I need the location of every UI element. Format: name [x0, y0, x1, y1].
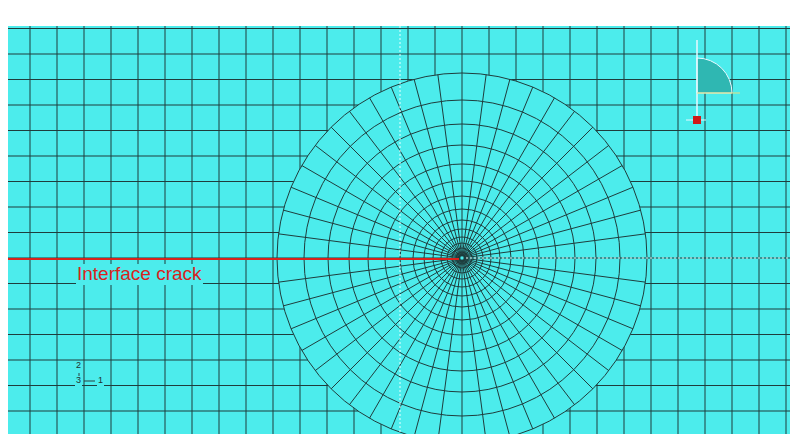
mesh-spoke	[315, 259, 460, 370]
mesh-spoke	[414, 260, 461, 434]
mesh-spoke	[370, 98, 462, 256]
mesh-spoke	[464, 166, 622, 258]
mesh-spoke	[463, 260, 555, 418]
spider-web-mesh	[277, 73, 647, 434]
mesh-line	[543, 26, 544, 434]
axis-label: 1	[97, 376, 104, 386]
mesh-line	[516, 26, 517, 434]
mesh-line	[273, 26, 274, 434]
mesh-line	[300, 26, 301, 434]
mesh-ring	[277, 73, 647, 434]
mesh-spoke	[414, 79, 461, 256]
mesh-line	[8, 54, 790, 55]
mesh-line	[8, 309, 790, 310]
mesh-line	[57, 26, 58, 434]
mesh-line	[138, 26, 139, 434]
view-triad	[686, 40, 740, 124]
mesh-line	[651, 26, 652, 434]
mesh-line	[219, 26, 220, 434]
mesh-line	[246, 26, 247, 434]
mesh-spoke	[464, 210, 641, 257]
mesh-line	[192, 26, 193, 434]
mesh-line	[30, 26, 31, 434]
mesh-spoke	[464, 259, 641, 306]
mesh-line	[8, 360, 790, 361]
mesh-spoke	[331, 259, 460, 388]
mesh-line	[8, 181, 790, 182]
mesh-line	[8, 258, 790, 259]
mesh-ground	[8, 26, 790, 434]
mesh-line	[8, 28, 790, 29]
mesh-spoke	[438, 260, 462, 434]
structured-grid	[8, 26, 790, 434]
mesh-line	[8, 79, 790, 80]
mesh-spoke	[463, 127, 592, 256]
mesh-spoke	[462, 260, 486, 434]
mesh-line	[165, 26, 166, 434]
mesh-spoke	[279, 258, 460, 282]
mesh-line	[759, 26, 760, 434]
mesh-line	[111, 26, 112, 434]
mesh-spoke	[283, 259, 460, 306]
mesh-spoke	[463, 260, 574, 405]
mesh-line	[327, 26, 328, 434]
mesh-line	[381, 26, 382, 434]
mesh-spoke	[464, 234, 645, 258]
mesh-spoke	[349, 111, 460, 256]
mesh-spoke	[463, 79, 510, 256]
mesh-spoke	[370, 260, 462, 418]
mesh-spoke	[462, 260, 463, 434]
mesh-line	[597, 26, 598, 434]
mesh-spoke	[331, 127, 460, 256]
mesh-line	[678, 26, 679, 434]
mesh-spoke	[463, 98, 555, 256]
crack-label: Interface crack	[76, 264, 203, 285]
mesh-line	[8, 156, 790, 157]
mesh-spoke	[463, 259, 592, 388]
mesh-line	[8, 385, 790, 386]
mesh-spoke	[283, 210, 460, 257]
mesh-line	[408, 26, 409, 434]
mesh-spoke	[438, 75, 462, 256]
crack-line	[8, 258, 459, 260]
mesh-spoke	[464, 145, 609, 256]
mesh-line	[84, 26, 85, 434]
mesh-line	[8, 130, 790, 131]
mesh-spoke	[464, 259, 622, 351]
mesh-spoke	[462, 73, 463, 256]
axis-label: 3	[75, 376, 82, 386]
dotted-guide	[400, 26, 401, 434]
mesh-line	[8, 334, 790, 335]
mesh-line	[624, 26, 625, 434]
dotted-guide	[466, 258, 790, 259]
mesh-line	[786, 26, 787, 434]
mesh-spoke	[463, 260, 510, 434]
mesh-line	[8, 207, 790, 208]
mesh-spoke	[302, 259, 460, 351]
mesh-spoke	[302, 166, 460, 258]
axis-label: 2	[75, 361, 82, 371]
